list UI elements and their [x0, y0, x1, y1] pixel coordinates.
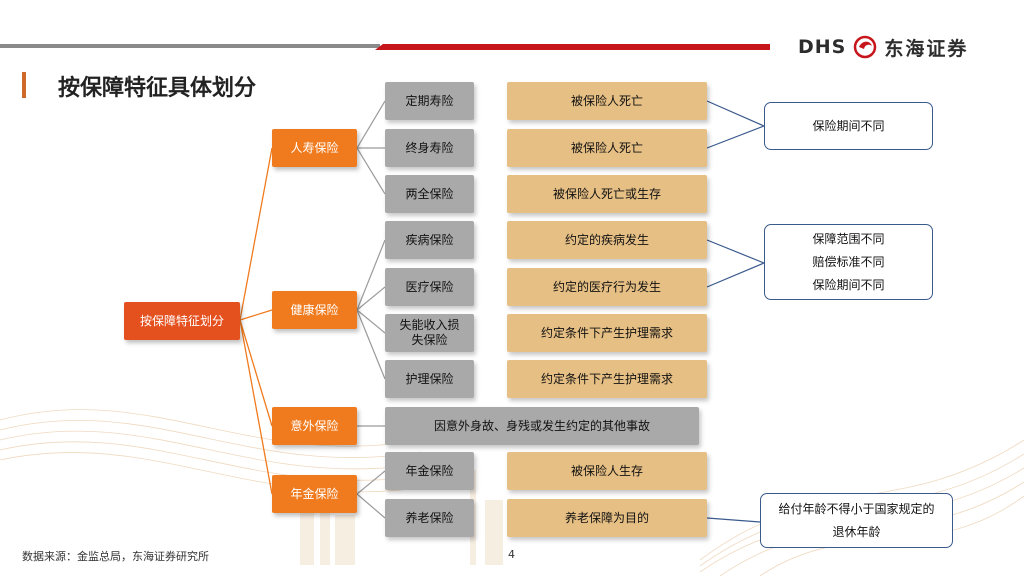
item-term-life: 定期寿险: [385, 82, 474, 120]
feature-pension: 养老保障为目的: [507, 499, 707, 537]
item-pension: 养老保险: [385, 499, 474, 537]
item-disability-income-insurance: 失能收入损失保险: [385, 314, 474, 352]
note-line: 赔偿标准不同: [812, 254, 885, 269]
dragon-logo-icon: [854, 35, 877, 59]
item-annuity: 年金保险: [385, 452, 474, 490]
note-line: 保障范围不同: [812, 231, 885, 246]
feature-annuity: 被保险人生存: [507, 452, 707, 490]
data-source: 数据来源：金监总局，东海证券研究所: [22, 550, 209, 563]
note-health-insurance: 保障范围不同 赔偿标准不同 保险期间不同: [764, 224, 933, 300]
category-life-insurance: 人寿保险: [272, 129, 357, 167]
category-health-insurance: 健康保险: [272, 291, 357, 329]
logo-latin-text: DHS: [798, 36, 847, 58]
feature-disability: 约定条件下产生护理需求: [507, 314, 707, 352]
logo-chinese-text: 东海证券: [884, 37, 969, 60]
item-whole-life: 终身寿险: [385, 129, 474, 167]
header-red-bar: [375, 44, 770, 50]
title-accent-bar: [22, 72, 26, 98]
category-annuity-insurance: 年金保险: [272, 475, 357, 513]
note-line: 保险期间不同: [812, 277, 885, 292]
page-number: 4: [508, 548, 515, 561]
feature-medical: 约定的医疗行为发生: [507, 268, 707, 306]
category-accident-insurance: 意外保险: [272, 407, 357, 445]
header-gray-bar: [0, 44, 380, 48]
item-nursing-insurance: 护理保险: [385, 360, 474, 398]
item-medical-insurance: 医疗保险: [385, 268, 474, 306]
note-line: 保险期间不同: [812, 118, 885, 133]
item-endowment: 两全保险: [385, 175, 474, 213]
root-node: 按保障特征划分: [124, 302, 240, 340]
note-line: 给付年龄不得小于国家规定的: [778, 501, 935, 516]
company-logo: DHS 东海证券: [798, 32, 968, 62]
feature-term-life: 被保险人死亡: [507, 82, 707, 120]
feature-disease: 约定的疾病发生: [507, 221, 707, 259]
feature-whole-life: 被保险人死亡: [507, 129, 707, 167]
note-pension: 给付年龄不得小于国家规定的 退休年龄: [760, 493, 953, 548]
item-accident-description: 因意外身故、身残或发生约定的其他事故: [385, 407, 699, 445]
note-line: 退休年龄: [832, 524, 881, 539]
note-life-insurance: 保险期间不同: [764, 102, 933, 150]
feature-nursing: 约定条件下产生护理需求: [507, 360, 707, 398]
feature-endowment: 被保险人死亡或生存: [507, 175, 707, 213]
page-title: 按保障特征具体划分: [58, 76, 257, 101]
item-disease-insurance: 疾病保险: [385, 221, 474, 259]
